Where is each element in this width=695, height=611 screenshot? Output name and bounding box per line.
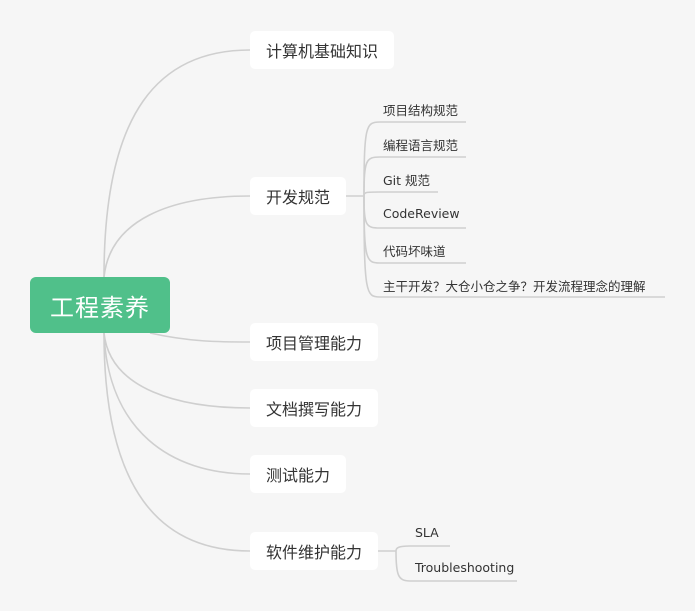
leaf-sla[interactable]: SLA — [415, 525, 439, 540]
node-maintenance[interactable]: 软件维护能力 — [250, 532, 379, 570]
leaf-language-standards[interactable]: 编程语言规范 — [383, 138, 459, 153]
connector-maint-leaf-2 — [395, 550, 517, 582]
connector-dev-standards — [103, 195, 251, 278]
connector-project-mgmt — [149, 332, 251, 343]
leaf-git-standards[interactable]: Git 规范 — [383, 173, 431, 188]
node-testing[interactable]: 测试能力 — [250, 455, 347, 493]
leaf-code-smell[interactable]: 代码坏味道 — [383, 244, 446, 259]
node-cs-basics[interactable]: 计算机基础知识 — [250, 31, 395, 69]
connector-maintenance — [103, 332, 251, 552]
node-project-mgmt[interactable]: 项目管理能力 — [250, 323, 379, 361]
node-doc-writing[interactable]: 文档撰写能力 — [250, 389, 379, 427]
connector-dev-leaf-3 — [363, 191, 438, 197]
connector-doc-writing — [103, 332, 251, 409]
root-node[interactable]: 工程素养 — [30, 277, 170, 333]
leaf-code-review[interactable]: CodeReview — [383, 206, 460, 221]
connector-maint-leaf-1 — [395, 545, 450, 552]
leaf-trunk-development[interactable]: 主干开发？大仓小仓之争？开发流程理念的理解 — [383, 279, 646, 294]
node-dev-standards[interactable]: 开发规范 — [250, 177, 347, 215]
connector-testing — [103, 332, 251, 475]
leaf-project-structure[interactable]: 项目结构规范 — [383, 103, 459, 118]
connector-dev-leaf-6 — [363, 195, 665, 298]
leaf-troubleshooting[interactable]: Troubleshooting — [415, 560, 515, 575]
connector-dev-leaf-2 — [363, 156, 466, 197]
connector-cs-basics — [103, 49, 251, 278]
